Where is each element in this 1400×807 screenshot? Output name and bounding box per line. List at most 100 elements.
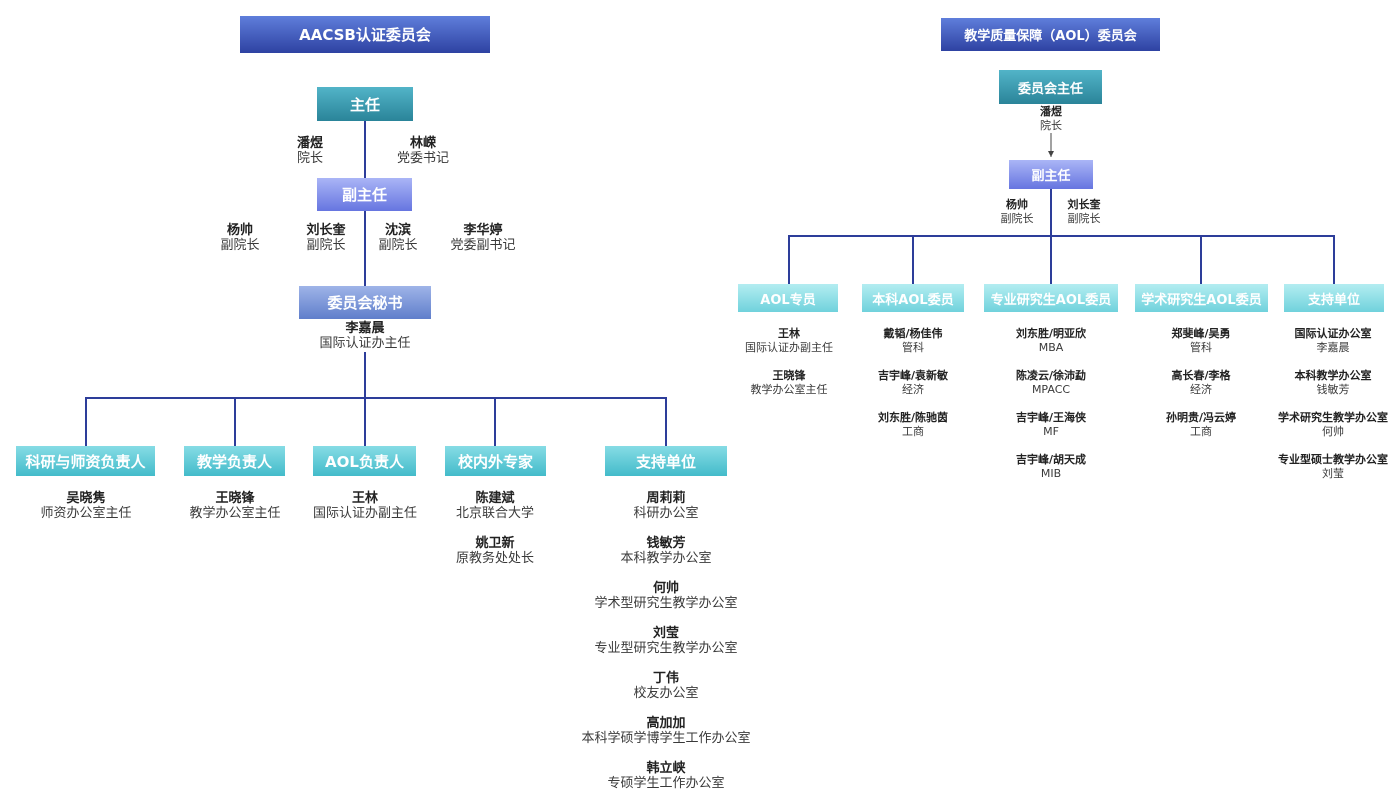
deputy-member: 杨帅 副院长 [180, 223, 300, 268]
office-entry: 国际认证办公室 李嘉晨 [1268, 327, 1398, 355]
person-role: 党委书记 [396, 151, 449, 166]
person-entry: 戴韬/杨佳伟 管科 [848, 327, 978, 355]
person-entry: 韩立峡 专硕学生工作办公室 [566, 761, 766, 791]
branch-box-undergrad-aol: 本科AOL委员 [862, 284, 964, 312]
person-name: 周莉莉 [646, 491, 686, 506]
branch-box-teaching: 教学负责人 [184, 446, 285, 476]
office-name: 专业型硕士教学办公室 [1278, 453, 1388, 466]
member-program: MPACC [1031, 383, 1071, 396]
person-entry: 吉宇峰/王海侠 MF [986, 411, 1116, 439]
branch-members-experts: 陈建斌 北京联合大学 姚卫新 原教务处处长 [415, 491, 575, 581]
committee-secretary-box: 委员会秘书 [299, 286, 431, 319]
deputy-director-box: 副主任 [317, 178, 412, 211]
branch-box-research-faculty: 科研与师资负责人 [16, 446, 155, 476]
person-name: 高加加 [646, 716, 686, 731]
person-entry: 杨帅 副院长 [180, 223, 300, 253]
office-entry: 专业型硕士教学办公室 刘莹 [1268, 453, 1398, 481]
member-names: 高长春/李格 [1171, 369, 1231, 382]
person-name: 王晓锋 [772, 369, 806, 382]
person-role: 副院长 [220, 238, 260, 253]
person-entry: 刘长奎 副院长 [1034, 198, 1134, 226]
office-name: 本科教学办公室 [1294, 369, 1372, 382]
person-role: 专硕学生工作办公室 [607, 776, 725, 791]
office-entry: 本科教学办公室 钱敏芳 [1268, 369, 1398, 397]
director-member: 潘煜 院长 [250, 136, 370, 181]
person-role: 专业型研究生教学办公室 [594, 641, 738, 656]
person-name: 潘煜 [296, 136, 323, 151]
person-entry: 高长春/李格 经济 [1136, 369, 1266, 397]
person-role: 本科教学办公室 [620, 551, 712, 566]
person-name: 潘煜 [1040, 105, 1062, 118]
branch-members-aol-support: 国际认证办公室 李嘉晨 本科教学办公室 钱敏芳 学术研究生教学办公室 何帅 专业… [1268, 327, 1398, 495]
aol-deputy-member: 刘长奎 副院长 [1034, 198, 1134, 240]
member-names: 戴韬/杨佳伟 [883, 327, 943, 340]
office-entry: 学术研究生教学办公室 何帅 [1268, 411, 1398, 439]
branch-box-experts: 校内外专家 [445, 446, 546, 476]
branch-members-professional-grad-aol: 刘东胜/明亚欣 MBA 陈凌云/徐沛勐 MPACC 吉宇峰/王海侠 MF 吉宇峰… [986, 327, 1116, 495]
secretary-member: 李嘉晨 国际认证办主任 [265, 321, 465, 366]
person-entry: 郑斐峰/吴勇 管科 [1136, 327, 1266, 355]
member-names: 郑斐峰/吴勇 [1171, 327, 1231, 340]
office-contact: 钱敏芳 [1316, 383, 1350, 396]
branch-members-aol-specialist: 王林 国际认证办副主任 王晓锋 教学办公室主任 [724, 327, 854, 411]
person-role: 国际认证办副主任 [312, 506, 417, 521]
person-entry: 吴晓隽 师资办公室主任 [6, 491, 166, 521]
person-name: 王林 [351, 491, 378, 506]
person-entry: 李华婷 党委副书记 [423, 223, 543, 253]
person-entry: 潘煜 院长 [991, 105, 1111, 133]
branch-members-academic-grad-aol: 郑斐峰/吴勇 管科 高长春/李格 经济 孙明贵/冯云婷 工商 [1136, 327, 1266, 453]
person-entry: 王晓锋 教学办公室主任 [155, 491, 315, 521]
deputy-member: 李华婷 党委副书记 [423, 223, 543, 268]
person-role: 原教务处处长 [455, 551, 534, 566]
person-entry: 吉宇峰/袁新敏 经济 [848, 369, 978, 397]
member-program: 经济 [902, 383, 924, 396]
branch-box-aol-specialist: AOL专员 [738, 284, 838, 312]
aol-deputy-director-box: 副主任 [1009, 160, 1093, 189]
member-names: 刘东胜/明亚欣 [1015, 327, 1087, 340]
person-entry: 王晓锋 教学办公室主任 [724, 369, 854, 397]
branch-members-aol: 王林 国际认证办副主任 [285, 491, 445, 536]
person-entry: 陈建斌 北京联合大学 [415, 491, 575, 521]
member-program: 工商 [902, 425, 924, 438]
person-entry: 周莉莉 科研办公室 [566, 491, 766, 521]
committee-director-box: 委员会主任 [999, 70, 1102, 104]
person-role: 学术型研究生教学办公室 [594, 596, 738, 611]
office-name: 学术研究生教学办公室 [1278, 411, 1388, 424]
person-name: 沈滨 [384, 223, 411, 238]
branch-members-teaching: 王晓锋 教学办公室主任 [155, 491, 315, 536]
person-name: 刘长奎 [1067, 198, 1101, 211]
person-name: 杨帅 [226, 223, 253, 238]
person-role: 副院长 [1067, 212, 1101, 225]
aacsb-committee-title: AACSB认证委员会 [240, 16, 490, 53]
member-program: 经济 [1190, 383, 1212, 396]
person-role: 国际认证办主任 [319, 336, 411, 351]
aol-committee-title: 教学质量保障（AOL）委员会 [941, 18, 1160, 51]
person-role: 副院长 [306, 238, 346, 253]
deputy-member: 沈滨 副院长 [338, 223, 458, 268]
member-names: 吉宇峰/王海侠 [1015, 411, 1087, 424]
person-entry: 高加加 本科学硕学博学生工作办公室 [566, 716, 766, 746]
member-names: 孙明贵/冯云婷 [1165, 411, 1237, 424]
aol-deputy-member: 杨帅 副院长 [967, 198, 1067, 240]
person-entry: 沈滨 副院长 [338, 223, 458, 253]
member-names: 刘东胜/陈驰茵 [877, 411, 949, 424]
person-entry: 吉宇峰/胡天成 MIB [986, 453, 1116, 481]
person-name: 何帅 [652, 581, 679, 596]
person-name: 钱敏芳 [646, 536, 686, 551]
person-role: 本科学硕学博学生工作办公室 [581, 731, 751, 746]
member-program: MIB [1040, 467, 1062, 480]
person-entry: 王林 国际认证办副主任 [285, 491, 445, 521]
office-contact: 李嘉晨 [1316, 341, 1350, 354]
person-entry: 李嘉晨 国际认证办主任 [265, 321, 465, 351]
branch-box-aol-support: 支持单位 [1284, 284, 1384, 312]
person-entry: 刘长奎 副院长 [266, 223, 386, 253]
person-name: 韩立峡 [646, 761, 686, 776]
branch-members-support: 周莉莉 科研办公室 钱敏芳 本科教学办公室 何帅 学术型研究生教学办公室 刘莹 … [566, 491, 766, 806]
person-entry: 孙明贵/冯云婷 工商 [1136, 411, 1266, 439]
person-entry: 何帅 学术型研究生教学办公室 [566, 581, 766, 611]
person-name: 李华婷 [463, 223, 503, 238]
branch-box-aol: AOL负责人 [313, 446, 416, 476]
person-entry: 丁伟 校友办公室 [566, 671, 766, 701]
office-name: 国际认证办公室 [1294, 327, 1372, 340]
